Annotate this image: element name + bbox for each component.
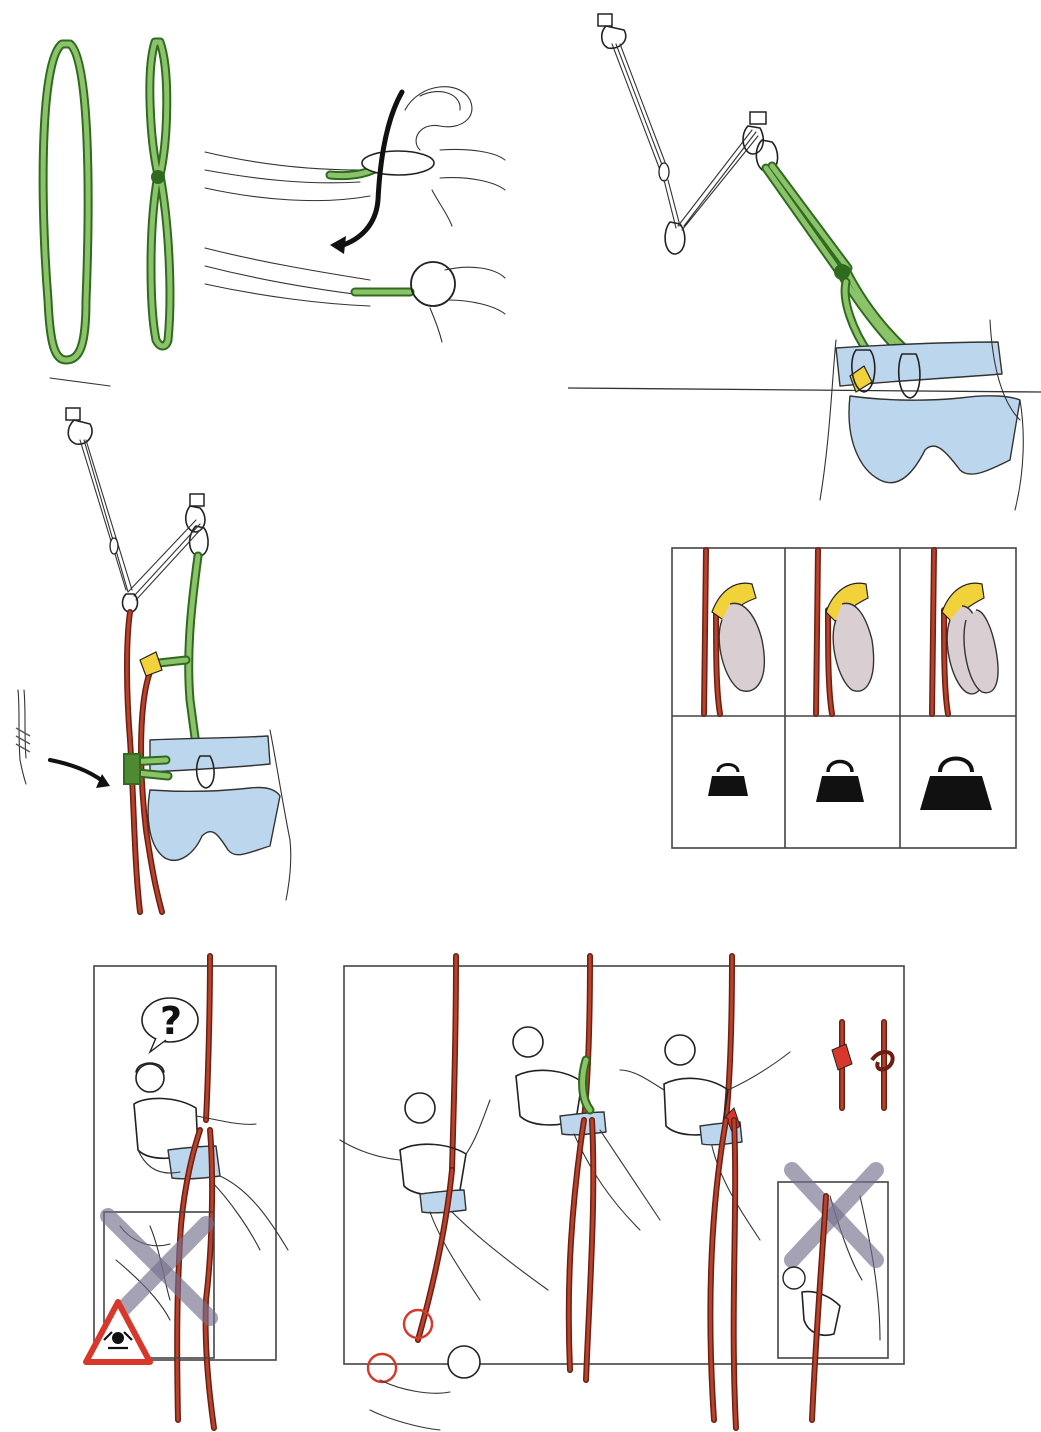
prohibited-inset xyxy=(778,1170,888,1420)
harness-leg-loops-2 xyxy=(148,787,280,860)
panel-girth-hitch xyxy=(205,87,505,342)
anchor-bolt-1 xyxy=(598,14,612,26)
danger-triangle-icon xyxy=(86,1302,150,1362)
weight-icon-medium xyxy=(816,762,864,803)
device-config-medium xyxy=(816,550,874,714)
anchor-bolt-4 xyxy=(190,494,204,506)
open-sling xyxy=(43,44,88,360)
autoblock-detail-inset xyxy=(16,690,30,784)
hitch-step-one xyxy=(205,87,505,254)
panel-sling-types xyxy=(43,42,170,386)
stuck-climber-head xyxy=(136,1064,164,1092)
tether-knot xyxy=(834,264,850,280)
weight-icon-light xyxy=(708,765,748,797)
panel-rappel-setup xyxy=(16,408,291,912)
device-config-light xyxy=(704,550,764,714)
panel-device-load-grid xyxy=(672,548,1016,848)
waist-line xyxy=(568,388,1041,392)
panel-rappel-sequence xyxy=(340,956,904,1430)
hitch-step-two xyxy=(205,248,505,342)
carabiner-ring-2 xyxy=(411,262,455,306)
climber-step-one xyxy=(340,956,548,1430)
knotted-sling xyxy=(150,42,170,346)
sling-knot xyxy=(151,170,165,184)
panel-stuck-rappeller: ? xyxy=(86,956,288,1428)
device-config-heavy xyxy=(932,550,998,714)
question-mark: ? xyxy=(160,999,182,1043)
anchor-carabiner-1 xyxy=(602,26,626,48)
autoblock-knot xyxy=(124,754,140,784)
knot-detail-inset xyxy=(832,1022,893,1108)
climber-step-two xyxy=(513,956,660,1380)
rappel-device xyxy=(140,652,162,676)
weight-icon-heavy xyxy=(920,759,992,811)
highlight-circle-2 xyxy=(368,1354,396,1382)
anchor-bolt-3 xyxy=(66,408,80,420)
harness-waistbelt-2 xyxy=(150,736,270,772)
harness-leg-loops xyxy=(849,396,1020,483)
panel-anchor-tether xyxy=(568,14,1041,510)
carabiner-ring xyxy=(362,151,434,175)
quickdraw-carabiner xyxy=(665,222,685,254)
detail-arrow xyxy=(50,760,104,782)
ground-line xyxy=(50,378,110,386)
anchor-bolt-2 xyxy=(750,112,766,124)
climber-step-three xyxy=(620,956,790,1428)
